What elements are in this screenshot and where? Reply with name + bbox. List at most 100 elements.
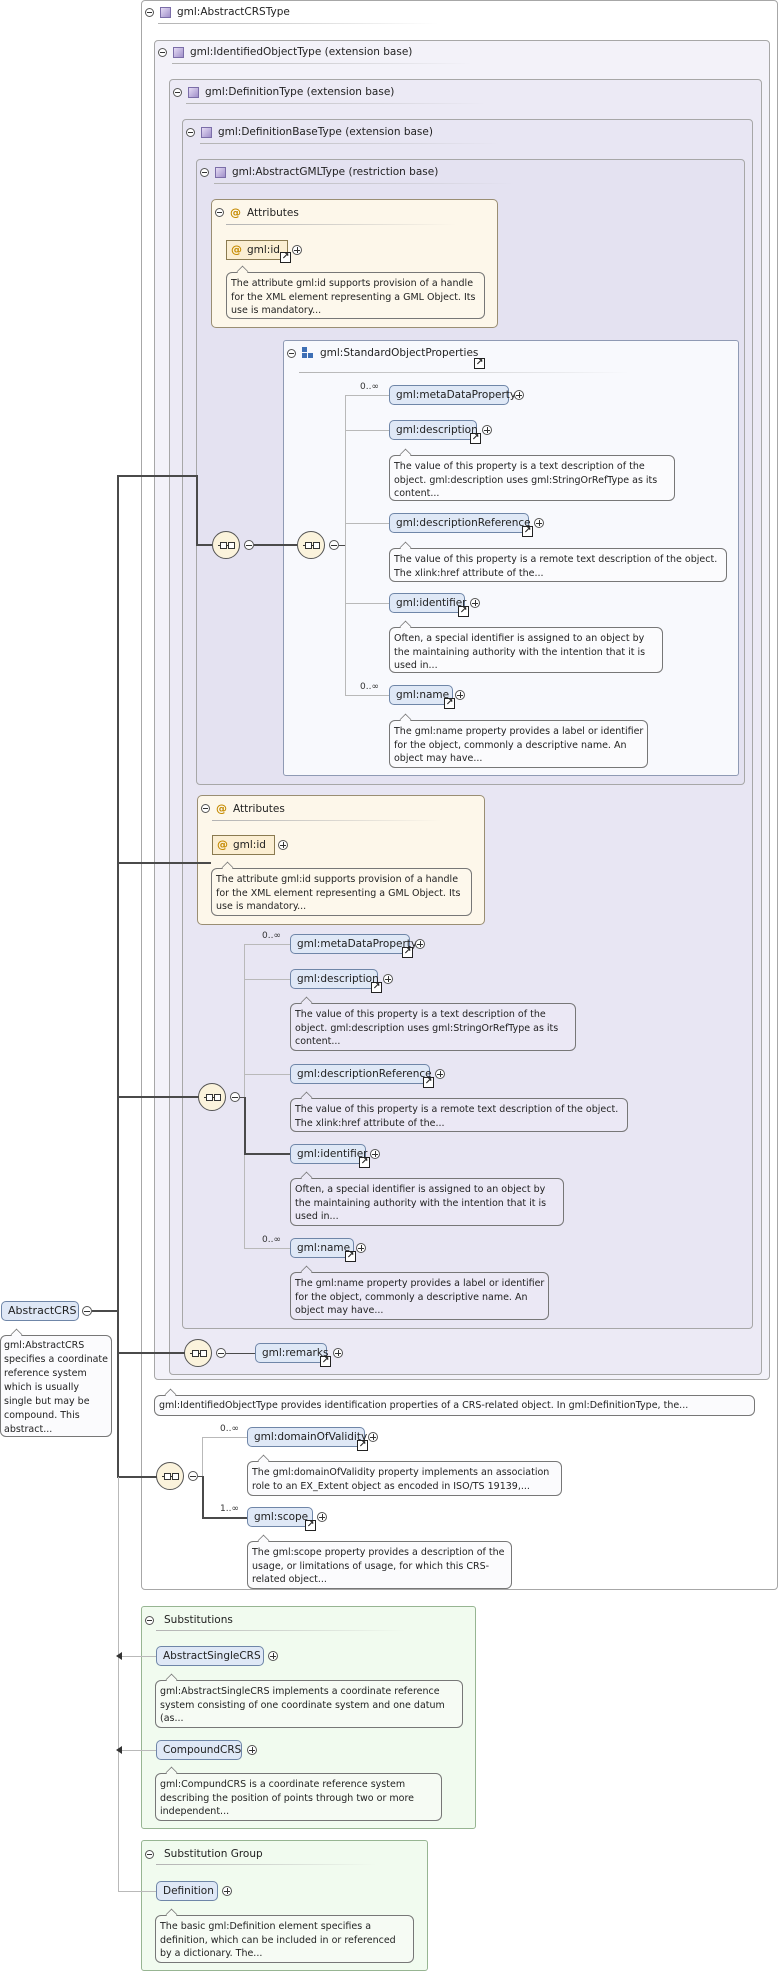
gml-id-label: gml:id bbox=[233, 839, 266, 851]
attributes-title: Attributes bbox=[233, 802, 285, 815]
gml-id-attribute-inner[interactable]: @gml:id bbox=[226, 240, 288, 260]
substitution-group-header[interactable]: Substitution Group bbox=[145, 1848, 263, 1860]
definition-element[interactable]: Definition bbox=[156, 1881, 218, 1901]
compound-crs-element[interactable]: CompoundCRS bbox=[156, 1740, 242, 1760]
connector bbox=[117, 475, 197, 477]
collapse-toggle-icon[interactable] bbox=[173, 87, 182, 97]
reference-arrow-icon[interactable]: ↗ bbox=[402, 947, 413, 958]
abstract-gml-type-header[interactable]: gml:AbstractGMLType (restriction base) bbox=[200, 166, 438, 178]
identified-object-type-header[interactable]: gml:IdentifiedObjectType (extension base… bbox=[158, 46, 412, 58]
collapse-toggle-icon[interactable] bbox=[145, 1849, 154, 1859]
reference-arrow-icon[interactable]: ↗ bbox=[357, 1440, 368, 1451]
cardinality-label: 0..∞ bbox=[262, 1235, 281, 1245]
gml-id-doc-outer: The attribute gml:id supports provision … bbox=[211, 868, 472, 916]
identifier-element[interactable]: gml:identifier bbox=[290, 1144, 367, 1164]
expand-plus-icon[interactable] bbox=[370, 1149, 380, 1159]
expand-plus-icon[interactable] bbox=[455, 690, 465, 700]
domain-of-validity-element[interactable]: gml:domainOfValidity bbox=[247, 1427, 367, 1447]
connector bbox=[244, 1097, 246, 1154]
collapse-minus-icon[interactable] bbox=[329, 540, 339, 550]
reference-arrow-icon[interactable]: ↗ bbox=[280, 252, 291, 263]
expand-plus-icon[interactable] bbox=[268, 1651, 278, 1661]
metadata-property-element[interactable]: gml:metaDataProperty bbox=[290, 934, 417, 954]
collapse-toggle-icon[interactable] bbox=[158, 47, 167, 57]
compound-crs-doc: gml:CompundCRS is a coordinate reference… bbox=[155, 1773, 442, 1821]
attributes-header-outer[interactable]: @ Attributes bbox=[201, 802, 285, 815]
abstract-crs-type-header[interactable]: gml:AbstractCRSType bbox=[145, 6, 290, 18]
reference-arrow-icon[interactable]: ↗ bbox=[522, 526, 533, 537]
abstract-crs-root-element[interactable]: AbstractCRS bbox=[1, 1301, 79, 1321]
expand-plus-icon[interactable] bbox=[333, 1348, 343, 1358]
collapse-toggle-icon[interactable] bbox=[215, 208, 224, 217]
definition-doc: The basic gml:Definition element specifi… bbox=[155, 1915, 414, 1963]
reference-arrow-icon[interactable]: ↗ bbox=[470, 433, 481, 444]
definition-base-type-header[interactable]: gml:DefinitionBaseType (extension base) bbox=[186, 126, 433, 138]
substitutions-header[interactable]: Substitutions bbox=[145, 1614, 233, 1626]
expand-plus-icon[interactable] bbox=[534, 518, 544, 528]
reference-arrow-icon[interactable]: ↗ bbox=[423, 1077, 434, 1088]
name-element[interactable]: gml:name bbox=[290, 1238, 354, 1258]
name-doc-inner: The gml:name property provides a label o… bbox=[389, 720, 648, 768]
expand-plus-icon[interactable] bbox=[470, 598, 480, 608]
attributes-header-inner[interactable]: @ Attributes bbox=[215, 206, 299, 219]
description-reference-element-inner[interactable]: gml:descriptionReference bbox=[389, 513, 531, 533]
collapse-minus-icon[interactable] bbox=[230, 1092, 240, 1102]
reference-arrow-icon[interactable]: ↗ bbox=[444, 698, 455, 709]
collapse-minus-icon[interactable] bbox=[82, 1306, 92, 1316]
expand-plus-icon[interactable] bbox=[383, 974, 393, 984]
collapse-minus-icon[interactable] bbox=[216, 1348, 226, 1358]
standard-object-properties-header[interactable]: gml:StandardObjectProperties bbox=[287, 347, 478, 359]
sequence-compositor-icon[interactable] bbox=[297, 531, 325, 559]
attribute-at-icon: @ bbox=[231, 243, 242, 256]
expand-plus-icon[interactable] bbox=[435, 1069, 445, 1079]
expand-plus-icon[interactable] bbox=[222, 1886, 232, 1896]
description-element[interactable]: gml:description bbox=[290, 969, 379, 989]
substitution-arrow bbox=[116, 1746, 122, 1754]
metadata-property-element-inner[interactable]: gml:metaDataProperty bbox=[389, 385, 516, 405]
sequence-compositor-icon[interactable] bbox=[184, 1339, 212, 1367]
connector bbox=[92, 1310, 118, 1312]
collapse-toggle-icon[interactable] bbox=[186, 127, 195, 137]
reference-arrow-icon[interactable]: ↗ bbox=[458, 606, 469, 617]
gml-id-attribute-outer[interactable]: @gml:id bbox=[212, 835, 275, 855]
reference-arrow-icon[interactable]: ↗ bbox=[320, 1356, 331, 1367]
expand-plus-icon[interactable] bbox=[292, 245, 302, 255]
collapse-toggle-icon[interactable] bbox=[145, 7, 154, 17]
remarks-element[interactable]: gml:remarks bbox=[255, 1343, 328, 1363]
connector bbox=[118, 1891, 157, 1892]
reference-arrow-icon[interactable]: ↗ bbox=[359, 1157, 370, 1168]
cardinality-label: 1..∞ bbox=[220, 1504, 239, 1514]
identifier-element-inner[interactable]: gml:identifier bbox=[389, 593, 466, 613]
collapse-toggle-icon[interactable] bbox=[287, 348, 296, 358]
expand-plus-icon[interactable] bbox=[482, 425, 492, 435]
sequence-compositor-icon[interactable] bbox=[212, 531, 240, 559]
description-element-inner[interactable]: gml:description bbox=[389, 420, 478, 440]
sequence-compositor-icon[interactable] bbox=[156, 1462, 184, 1490]
reference-arrow-icon[interactable]: ↗ bbox=[371, 982, 382, 993]
definition-type-header[interactable]: gml:DefinitionType (extension base) bbox=[173, 86, 394, 98]
expand-plus-icon[interactable] bbox=[278, 840, 288, 850]
identifier-doc-inner: Often, a special identifier is assigned … bbox=[389, 627, 663, 673]
name-element-inner[interactable]: gml:name bbox=[389, 685, 453, 705]
expand-plus-icon[interactable] bbox=[514, 390, 524, 400]
collapse-minus-icon[interactable] bbox=[188, 1471, 198, 1481]
expand-plus-icon[interactable] bbox=[356, 1243, 366, 1253]
connector bbox=[345, 603, 390, 604]
reference-arrow-icon[interactable]: ↗ bbox=[474, 358, 485, 369]
header-underline bbox=[200, 143, 500, 144]
scope-element[interactable]: gml:scope bbox=[247, 1507, 313, 1527]
reference-arrow-icon[interactable]: ↗ bbox=[305, 1520, 316, 1531]
collapse-minus-icon[interactable] bbox=[244, 540, 254, 550]
reference-arrow-icon[interactable]: ↗ bbox=[345, 1251, 356, 1262]
connector bbox=[196, 544, 212, 546]
expand-plus-icon[interactable] bbox=[368, 1432, 378, 1442]
expand-plus-icon[interactable] bbox=[415, 939, 425, 949]
collapse-toggle-icon[interactable] bbox=[200, 167, 209, 177]
description-reference-element[interactable]: gml:descriptionReference bbox=[290, 1064, 432, 1084]
expand-plus-icon[interactable] bbox=[317, 1512, 327, 1522]
abstract-single-crs-element[interactable]: AbstractSingleCRS bbox=[156, 1646, 264, 1666]
sequence-compositor-icon[interactable] bbox=[198, 1083, 226, 1111]
collapse-toggle-icon[interactable] bbox=[201, 804, 210, 813]
collapse-toggle-icon[interactable] bbox=[145, 1615, 154, 1625]
expand-plus-icon[interactable] bbox=[247, 1745, 257, 1755]
